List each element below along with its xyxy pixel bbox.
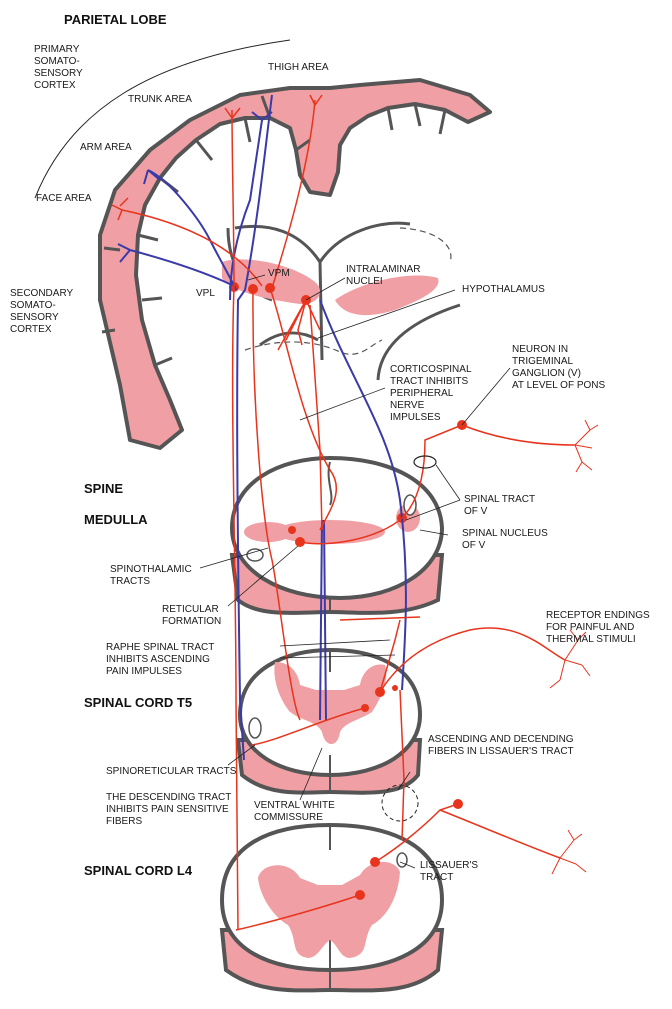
spinal-cord-t5-title: SPINAL CORD T5 bbox=[84, 695, 192, 710]
brain-section bbox=[34, 39, 492, 450]
arm-area-label: ARM AREA bbox=[80, 142, 132, 153]
lissauer-marker bbox=[381, 784, 419, 822]
cortex-band bbox=[98, 78, 492, 450]
corticospinal-tract bbox=[236, 94, 273, 761]
spinal-nucleus-v-label: SPINAL NUCLEUS OF V bbox=[462, 528, 551, 551]
receptor-endings bbox=[549, 419, 599, 875]
medulla-section bbox=[229, 455, 445, 615]
ventricle-outline bbox=[399, 227, 452, 263]
spinal-tract-v-label: SPINAL TRACT OF V bbox=[464, 494, 538, 517]
primary-cortex-label: PRIMARY SOMATO- SENSORY CORTEX bbox=[34, 44, 85, 91]
vpm-label: VPM bbox=[268, 268, 290, 279]
t5-afferent bbox=[379, 627, 566, 693]
intralaminar-label: INTRALAMINAR NUCLEI bbox=[346, 264, 423, 287]
l4-afferent bbox=[374, 803, 459, 863]
spinal-tract-v-marker bbox=[413, 455, 437, 469]
hypothalamus-label: HYPOTHALAMUS bbox=[462, 284, 545, 295]
reticular-formation-label: RETICULAR FORMATION bbox=[162, 604, 221, 627]
spinoreticular-label: SPINORETICULAR TRACTS bbox=[106, 766, 237, 777]
trigeminal-axon bbox=[401, 424, 463, 519]
dorsal-root-ganglion-neuron bbox=[453, 799, 463, 809]
cortex-sulci bbox=[101, 95, 447, 367]
t5-gray-matter bbox=[274, 662, 387, 744]
ventral-white-commissure-label: VENTRAL WHITE COMMISSURE bbox=[254, 800, 338, 823]
trunk-area-label: TRUNK AREA bbox=[128, 94, 192, 105]
spine-title: SPINE bbox=[84, 481, 123, 496]
red-tracts bbox=[111, 94, 576, 931]
thalamus bbox=[222, 259, 320, 305]
thigh-area-label: THIGH AREA bbox=[268, 62, 329, 73]
raphe-label: RAPHE SPINAL TRACT INHIBITS ASCENDING PA… bbox=[106, 642, 217, 677]
medulla-title: MEDULLA bbox=[84, 512, 148, 527]
receptor-endings-label: RECEPTOR ENDINGS FOR PAINFUL AND THERMAL… bbox=[546, 610, 653, 645]
spinothalamic-ascending bbox=[231, 109, 235, 288]
face-area-label: FACE AREA bbox=[36, 193, 92, 204]
spinal-cord-l4-title: SPINAL CORD L4 bbox=[84, 863, 193, 878]
vpl-label: VPL bbox=[196, 288, 215, 299]
caudate-nucleus bbox=[335, 275, 439, 316]
lissauer-fibers-label: ASCENDING AND DECENDING FIBERS IN LISSAU… bbox=[428, 734, 576, 757]
descending-tract bbox=[319, 299, 407, 691]
spinothalamic-label: SPINOTHALAMIC TRACTS bbox=[110, 564, 194, 587]
lissauer-tract-label: LISSAUER'S TRACT bbox=[420, 860, 481, 883]
cortex-region-arc bbox=[34, 39, 291, 199]
secondary-cortex-label: SECONDARY SOMATO- SENSORY CORTEX bbox=[10, 288, 76, 335]
t5-section bbox=[235, 647, 423, 795]
l4-section bbox=[219, 822, 445, 993]
parietal-lobe-title: PARIETAL LOBE bbox=[64, 12, 167, 27]
descending-tract-label: THE DESCENDING TRACT INHIBITS PAIN SENSI… bbox=[106, 792, 234, 827]
corticospinal-label: CORTICOSPINAL TRACT INHIBITS PERIPHERAL … bbox=[390, 364, 474, 423]
l4-gray-matter bbox=[258, 861, 400, 958]
leader-lines bbox=[199, 274, 511, 869]
trigeminal-neuron-label: NEURON IN TRIGEMINAL GANGLION (V) AT LEV… bbox=[512, 344, 606, 391]
